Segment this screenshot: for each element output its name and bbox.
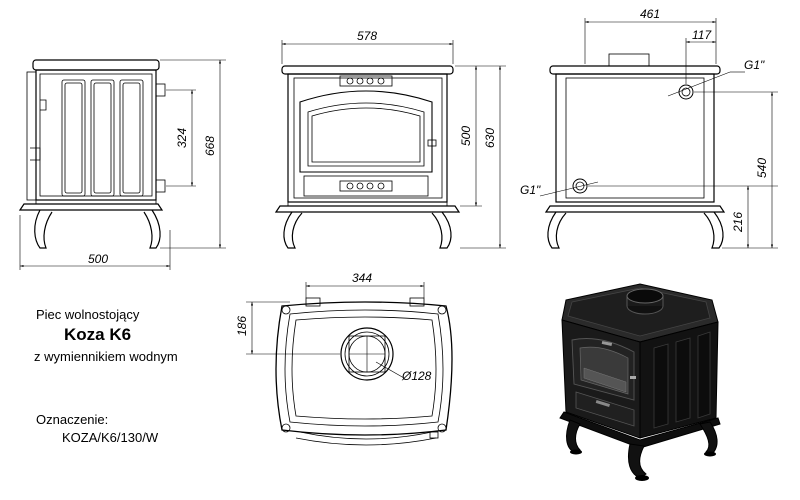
- dim-front-body-height: 500: [459, 126, 473, 146]
- designation-label: Oznaczenie:: [36, 412, 109, 427]
- thread-upper-label: G1": [744, 58, 765, 72]
- dim-top-depth: 186: [235, 316, 249, 336]
- dim-top-width: 344: [352, 271, 372, 285]
- dim-front-total-height: 630: [483, 128, 497, 148]
- top-view: [246, 282, 453, 446]
- front-view: [274, 40, 506, 249]
- dim-side-depth: 500: [88, 252, 108, 266]
- back-view: [539, 18, 778, 249]
- dim-back-lower: 216: [731, 212, 745, 233]
- dim-flue-diameter: Ø128: [401, 369, 432, 383]
- dim-side-height: 668: [203, 136, 217, 156]
- product-title: Koza K6: [64, 325, 132, 344]
- side-view: [18, 59, 226, 270]
- dim-side-connections: 324: [175, 128, 189, 148]
- dim-back-offset: 117: [692, 28, 712, 42]
- dim-back-width: 461: [640, 7, 660, 21]
- thread-lower-label: G1": [520, 183, 541, 197]
- dim-front-width: 578: [357, 29, 377, 43]
- dim-back-height: 540: [755, 158, 769, 178]
- stove-render: [559, 283, 721, 481]
- product-variant: z wymiennikiem wodnym: [34, 349, 178, 364]
- product-subtitle: Piec wolnostojący: [36, 307, 140, 322]
- designation-code: KOZA/K6/130/W: [62, 430, 159, 445]
